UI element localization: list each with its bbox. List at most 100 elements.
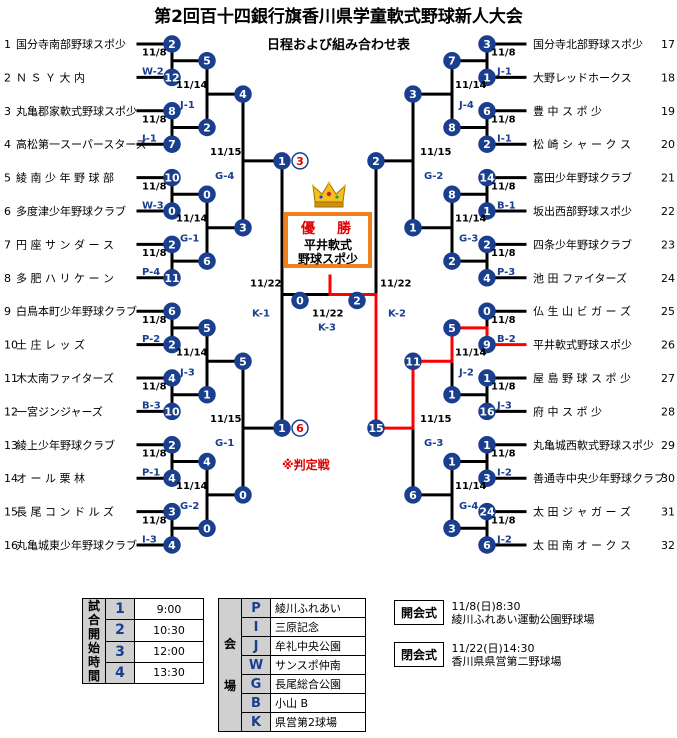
score-value: 5 [203,55,211,68]
score-value: 9 [483,339,491,352]
score-circle: 8 [443,118,461,137]
score-circle: 4 [163,469,181,487]
game-date: 11/8 [142,115,167,126]
team-name: 善通寺中央少年野球クラブ [533,471,665,485]
score-circle: 6 [198,252,216,270]
score-circle: 7 [163,135,181,153]
score-value: 2 [483,238,491,251]
game-date: 11/8 [142,515,167,526]
game-code: G-3 [424,438,443,449]
game-date: 11/15 [420,414,452,425]
score-value: 2 [168,439,176,452]
score-value: 2 [168,38,176,51]
opening-ceremony-label: 開会式 [394,600,445,625]
game-code: K-1 [252,309,270,320]
team-number: 17 [661,38,675,51]
team-name: 多度津少年野球クラブ [16,204,126,218]
score-circle: 1 [478,436,496,454]
game-code: B-1 [497,200,516,211]
opening-ceremony: 開会式 11/8(日)8:30 綾川ふれあい運動公園野球場 [394,600,595,626]
score-value: 0 [296,295,304,308]
score-value: 6 [483,539,491,552]
score-value: 0 [239,489,247,502]
game-code: G-2 [424,171,443,182]
score-circle: 2 [348,291,366,310]
score-value: 2 [353,295,361,308]
score-value: 2 [168,238,176,251]
game-date: 11/8 [142,48,167,59]
score-value: 10 [164,172,180,185]
score-circle: 16 [478,402,496,421]
score-value: 8 [168,105,176,118]
score-value: 1 [203,389,211,402]
game-code: J-1 [141,134,157,145]
team-number: 15 [4,506,18,519]
game-date: 11/8 [491,382,516,393]
champion-team-line1: 平井軟式 [303,238,352,252]
score-circle: 4 [198,452,216,471]
game-code: K-2 [388,309,406,320]
score-circle: 0 [478,302,496,320]
team-number: 32 [661,539,675,552]
score-value: 5 [239,355,247,368]
score-value: 8 [448,122,456,135]
team-number: 30 [661,472,675,485]
game-date: 11/15 [420,147,452,158]
score-circle: 7 [443,51,461,70]
score-value: 3 [448,522,456,535]
score-circle: 24 [478,502,496,521]
game-date: 11/8 [142,449,167,460]
score-circle: 4 [234,85,252,103]
game-date: 11/8 [491,315,516,326]
score-circle: 8 [163,102,181,120]
slot-number: 4 [105,661,135,685]
team-name: オ ー ル 栗 林 [16,471,85,485]
team-number: 18 [661,71,675,84]
score-circle: 5 [198,319,216,337]
score-circle: 0 [198,185,216,204]
team-number: 21 [661,172,675,185]
score-circle: 2 [367,152,385,170]
score-value: 6 [203,255,211,268]
venue-code: J [241,636,271,656]
team-number: 24 [661,272,675,285]
score-value: 1 [483,71,491,84]
score-circle: 2 [478,135,496,153]
score-value: 1 [278,422,286,435]
score-circle: 5 [443,319,461,337]
game-code: W-3 [142,200,164,211]
score-circle: 9 [478,335,496,354]
team-number: 31 [661,506,675,519]
game-date: 11/8 [491,115,516,126]
team-name: 綾 南 少 年 野 球 部 [16,171,114,185]
team-number: 8 [4,272,11,285]
score-value: 4 [168,539,176,552]
game-code: G-1 [215,438,234,449]
team-name: 府 中 ス ポ 少 [533,404,602,418]
game-code: P-1 [142,468,160,479]
game-date: 11/22 [312,309,344,320]
game-code: I-1 [497,134,512,145]
game-date: 11/14 [176,481,208,492]
venue-name: 小山 B [270,693,366,713]
game-date: 11/15 [210,414,242,425]
start-time-header-char: 始 [87,641,100,655]
score-circle: 6 [163,302,181,320]
game-date: 11/14 [176,347,208,358]
team-name: 太 田 南 オ ー ク ス [533,539,631,552]
game-code: J-2 [458,367,474,378]
score-value: 0 [483,305,491,318]
start-time-header-char: 合 [87,613,100,627]
score-circle: 3 [234,218,252,237]
score-circle: 4 [163,369,181,387]
slot-time: 9:00 [134,597,204,621]
game-code: G-4 [459,501,478,512]
start-time-header-char: 間 [87,669,100,683]
score-circle: 4 [478,269,496,287]
score-circle: 8 [443,185,461,204]
game-code: J-1 [496,67,512,78]
start-time-header-char: 試 [87,599,100,613]
score-value: 3 [483,38,491,51]
